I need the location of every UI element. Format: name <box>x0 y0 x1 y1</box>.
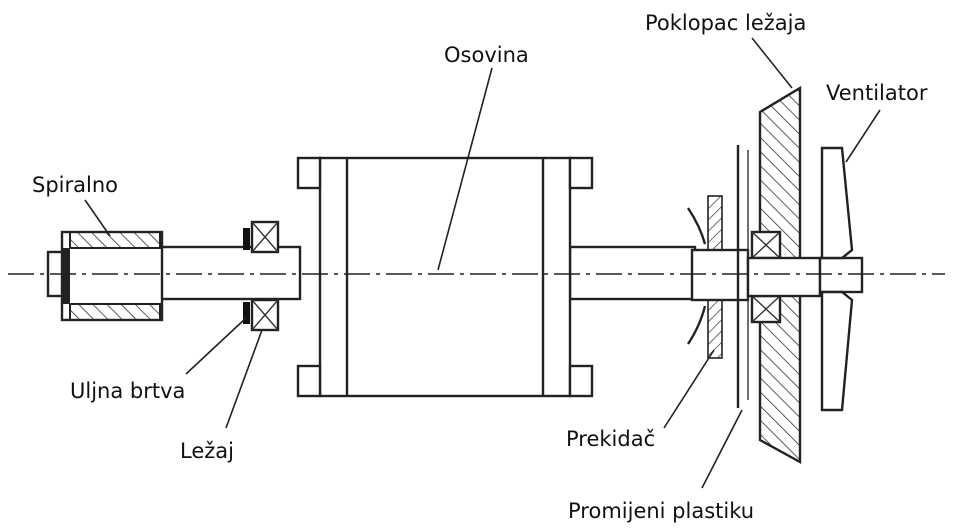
label-prekidac: Prekidač <box>566 427 655 451</box>
label-ventilator: Ventilator <box>826 81 928 105</box>
label-promijeni: Promijeni plastiku <box>568 499 754 523</box>
label-lezaj: Ležaj <box>180 439 234 463</box>
label-osovina: Osovina <box>444 43 529 67</box>
label-uljna-brtva: Uljna brtva <box>70 379 185 403</box>
label-spiralno: Spiralno <box>32 173 118 197</box>
rotor-body <box>296 156 594 398</box>
left-bearing <box>243 220 280 332</box>
breaker-assembly <box>687 145 750 408</box>
fan <box>818 146 864 412</box>
leader-lines <box>84 37 881 489</box>
shaft <box>158 245 697 301</box>
bearing-cover <box>746 85 822 465</box>
spiral-sleeve <box>46 230 164 322</box>
label-poklopac: Poklopac ležaja <box>645 11 806 35</box>
